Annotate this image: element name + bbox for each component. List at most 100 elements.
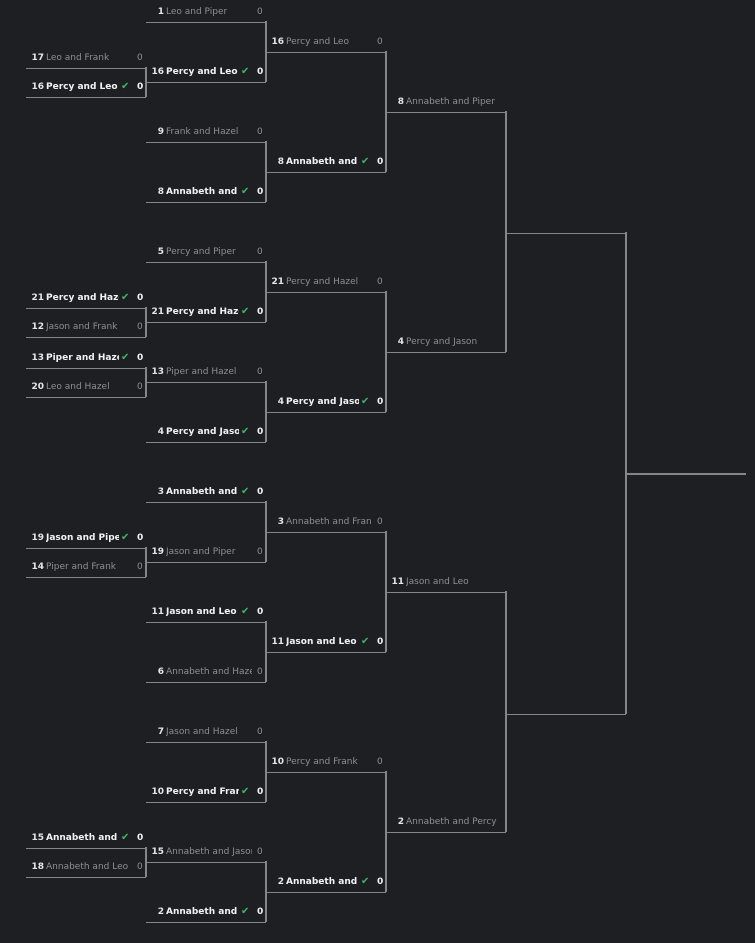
check-icon: ✔ xyxy=(241,66,250,77)
seed-number: 4 xyxy=(277,397,284,407)
seed-number: 10 xyxy=(151,787,164,797)
team-name: Percy and Hazel xyxy=(46,293,119,303)
check-icon: ✔ xyxy=(241,306,250,317)
seed-number: 6 xyxy=(157,667,164,677)
seed-number: 5 xyxy=(157,247,164,257)
score: 0 xyxy=(377,277,383,287)
score: 0 xyxy=(377,37,383,47)
score: 0 xyxy=(377,397,384,407)
connector-line xyxy=(625,231,627,714)
seed-number: 3 xyxy=(277,517,284,527)
team-name: Annabeth and Percy xyxy=(286,877,359,887)
score: 0 xyxy=(257,787,264,797)
score: 0 xyxy=(377,517,383,527)
connector-line xyxy=(265,500,267,562)
score: 0 xyxy=(377,757,383,767)
check-icon: ✔ xyxy=(361,636,370,647)
score: 0 xyxy=(137,862,143,872)
check-icon: ✔ xyxy=(361,156,370,167)
score: 0 xyxy=(257,367,263,377)
check-icon: ✔ xyxy=(241,606,250,617)
score: 0 xyxy=(257,907,264,917)
check-icon: ✔ xyxy=(121,832,130,843)
team-name: Jason and Frank xyxy=(46,322,118,332)
score: 0 xyxy=(257,727,263,737)
team-name: Percy and Leo xyxy=(286,37,349,47)
seed-number: 2 xyxy=(277,877,284,887)
score: 0 xyxy=(377,637,384,647)
score: 0 xyxy=(137,382,143,392)
score: 0 xyxy=(257,847,263,857)
seed-number: 13 xyxy=(151,367,164,377)
connector-line xyxy=(385,50,387,172)
score: 0 xyxy=(137,353,144,363)
seed-number: 4 xyxy=(157,427,164,437)
team-name: Jason and Leo xyxy=(286,637,357,647)
bracket-slot[interactable] xyxy=(506,215,626,234)
connector-line xyxy=(145,846,147,877)
bracket-slot[interactable] xyxy=(506,696,626,715)
score: 0 xyxy=(257,7,263,17)
seed-number: 11 xyxy=(391,577,404,587)
seed-number: 3 xyxy=(157,487,164,497)
check-icon: ✔ xyxy=(241,906,250,917)
team-name: Percy and Frank xyxy=(166,787,239,797)
score: 0 xyxy=(257,607,264,617)
seed-number: 1 xyxy=(157,7,164,17)
connector-line xyxy=(505,110,507,352)
seed-number: 15 xyxy=(31,833,44,843)
score: 0 xyxy=(257,427,264,437)
score: 0 xyxy=(257,127,263,137)
score: 0 xyxy=(137,293,144,303)
check-icon: ✔ xyxy=(241,786,250,797)
seed-number: 14 xyxy=(31,562,44,572)
connector-line xyxy=(265,260,267,322)
team-name: Percy and Piper xyxy=(166,247,236,257)
seed-number: 2 xyxy=(397,817,404,827)
seed-number: 11 xyxy=(271,637,284,647)
check-icon: ✔ xyxy=(241,426,250,437)
team-name: Annabeth and Jason xyxy=(166,847,252,857)
seed-number: 7 xyxy=(157,727,164,737)
score: 0 xyxy=(257,307,264,317)
team-name: Leo and Hazel xyxy=(46,382,110,392)
